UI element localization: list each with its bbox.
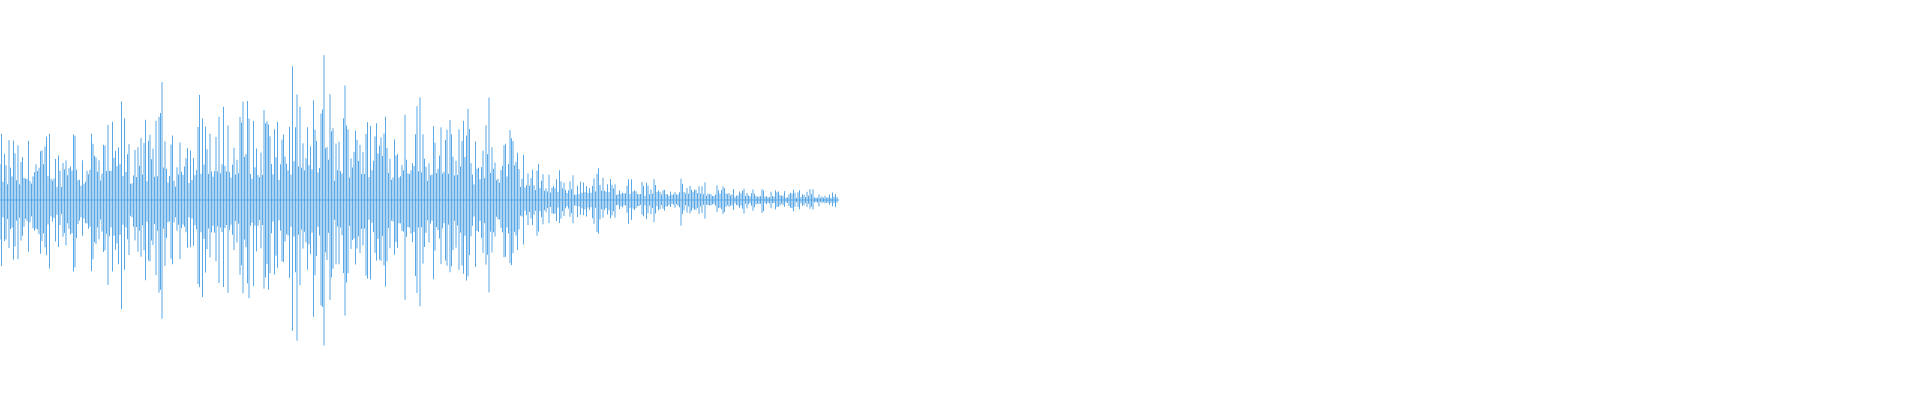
waveform-graph[interactable] — [0, 0, 1920, 400]
audio-waveform-panel — [0, 0, 1920, 400]
